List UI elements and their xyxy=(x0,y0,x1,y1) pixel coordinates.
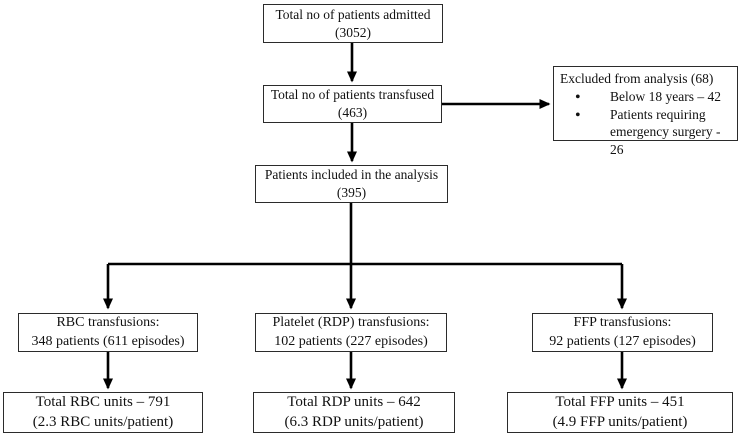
ffp-units-text: Total FFP units – 451 xyxy=(555,394,685,410)
rbc-value: 348 patients (611 episodes) xyxy=(31,333,185,349)
included-text: Patients included in the analysis xyxy=(264,167,439,183)
transfused-text: Total no of patients transfused xyxy=(270,87,435,103)
platelet-text: Platelet (RDP) transfusions: xyxy=(272,315,430,331)
rbc-units-value: (2.3 RBC units/patient) xyxy=(32,413,174,430)
excluded-bullet-below-18: Below 18 years – 42 xyxy=(560,87,734,108)
box-ffp-transfusions: FFP transfusions: 92 patients (127 episo… xyxy=(532,313,713,352)
ffp-units-value: (4.9 FFP units/patient) xyxy=(552,413,688,430)
box-total-transfused: Total no of patients transfused (463) xyxy=(263,85,442,123)
excluded-bullet-emergency-surgery: Patients requiring emergency surgery - 2… xyxy=(560,105,734,159)
box-total-admitted: Total no of patients admitted (3052) xyxy=(263,4,443,43)
box-platelet-transfusions: Platelet (RDP) transfusions: 102 patient… xyxy=(255,313,447,352)
box-total-ffp-units: Total FFP units – 451 (4.9 FFP units/pat… xyxy=(507,392,733,433)
platelet-value: 102 patients (227 episodes) xyxy=(274,333,428,349)
box-patients-included: Patients included in the analysis (395) xyxy=(255,165,448,203)
excluded-title: Excluded from analysis (68) xyxy=(560,71,714,86)
excluded-bullet-emergency-line1: Patients requiring xyxy=(610,106,706,122)
box-total-rdp-units: Total RDP units – 642 (6.3 RDP units/pat… xyxy=(253,392,455,433)
excluded-bullet-emergency-line2: emergency surgery - 26 xyxy=(610,124,721,158)
admitted-value: (3052) xyxy=(335,24,371,40)
box-excluded-from-analysis: Excluded from analysis (68) Below 18 yea… xyxy=(553,66,738,157)
rbc-text: RBC transfusions: xyxy=(56,315,160,331)
admitted-text: Total no of patients admitted xyxy=(275,6,431,22)
rdp-units-value: (6.3 RDP units/patient) xyxy=(284,413,424,430)
excluded-bullet-below-18-text: Below 18 years – 42 xyxy=(610,88,721,104)
included-value: (395) xyxy=(336,185,367,200)
rdp-units-text: Total RDP units – 642 xyxy=(287,394,421,410)
ffp-text: FFP transfusions: xyxy=(573,315,672,331)
box-rbc-transfusions: RBC transfusions: 348 patients (611 epis… xyxy=(18,313,198,352)
box-total-rbc-units: Total RBC units – 791 (2.3 RBC units/pat… xyxy=(3,392,203,433)
rbc-units-text: Total RBC units – 791 xyxy=(35,394,171,410)
excluded-bullet-list: Below 18 years – 42 Patients requiring e… xyxy=(560,87,734,159)
transfused-value: (463) xyxy=(337,105,368,120)
ffp-value: 92 patients (127 episodes) xyxy=(549,333,696,349)
